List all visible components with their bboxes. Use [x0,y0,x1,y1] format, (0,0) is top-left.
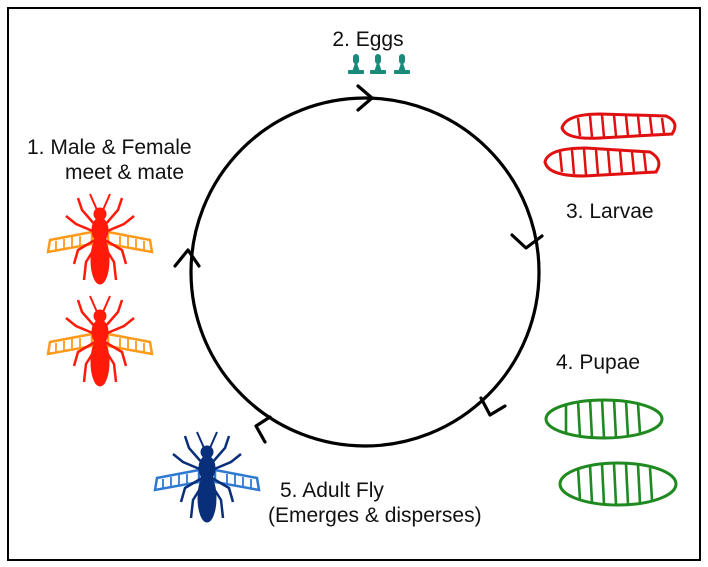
cycle-arrows [175,86,542,442]
eggs-icon [348,54,410,74]
larva-icon [545,114,675,176]
fly-pair-icon [48,194,152,386]
stage-label-pupae: 4. Pupae [556,350,640,375]
stage-label-adult: 5. Adult Fly (Emerges & disperses) [268,478,482,528]
arrow-bottom-left [256,417,270,442]
stage-label-mate: 1. Male & Female meet & mate [27,135,192,185]
fly-female-icon [48,296,152,386]
fly-male-icon [48,194,152,284]
adult-fly-icon [155,432,259,522]
stage-label-eggs: 2. Eggs [308,27,428,52]
cycle-circle [191,98,539,446]
stage-label-larvae: 3. Larvae [566,199,654,224]
arrow-left [175,250,199,266]
pupa-icon [546,400,676,505]
